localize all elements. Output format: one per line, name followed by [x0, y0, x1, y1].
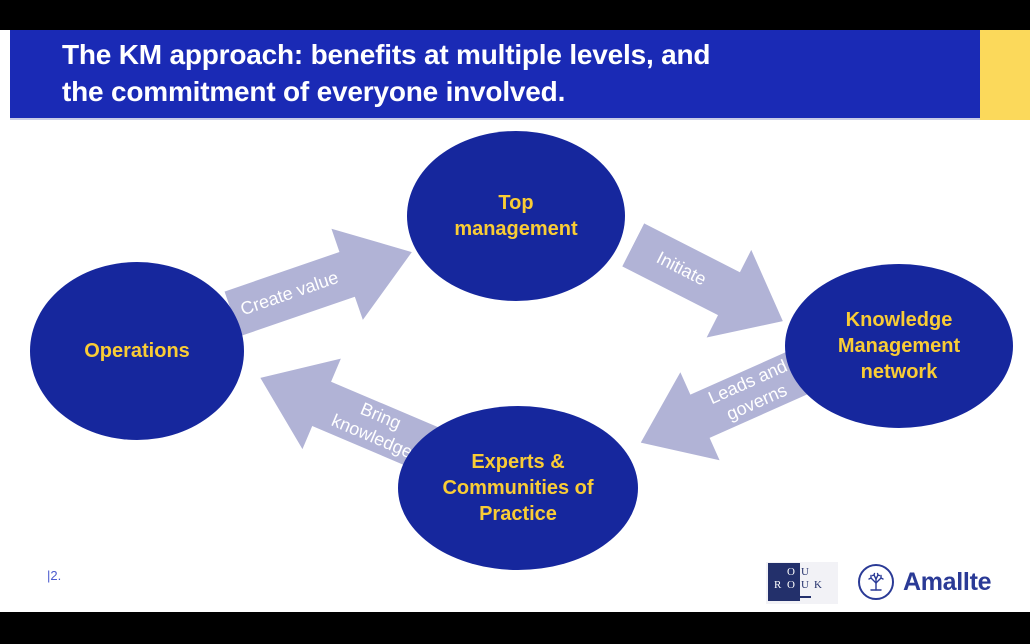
- title-line-2: the commitment of everyone involved.: [62, 76, 566, 107]
- node-top-management: Top management: [407, 131, 625, 301]
- node-label-top-management: Top management: [454, 192, 578, 240]
- tree-icon: [858, 564, 894, 600]
- node-knowledge-management-network: Knowledge Management network: [785, 264, 1013, 428]
- rouk-logo-underline: [788, 596, 811, 598]
- rouk-letter: O: [787, 566, 795, 578]
- slide-title: The KM approach: benefits at multiple le…: [10, 30, 980, 110]
- node-label-knowledge-management-network: Knowledge Management network: [837, 309, 961, 383]
- yellow-accent-square: [980, 30, 1030, 120]
- node-label-experts-communities-of-practice: Experts & Communities of Practice: [442, 451, 594, 525]
- amallte-logo-name: Amallte: [903, 567, 992, 596]
- block-arrow-left-icon: [640, 347, 815, 461]
- block-arrow-right-icon: [622, 223, 783, 338]
- rouk-logo: O U R O U K: [766, 562, 838, 604]
- rouk-logo-navy-square: [768, 563, 800, 601]
- title-bar: The KM approach: benefits at multiple le…: [10, 30, 980, 120]
- node-operations: Operations: [30, 262, 244, 440]
- top-letterbox: [0, 0, 1030, 30]
- arrow-leads-and-governs: Leads and governs: [620, 322, 827, 490]
- node-experts-communities-of-practice: Experts & Communities of Practice: [398, 406, 638, 570]
- node-label-operations: Operations: [84, 340, 190, 362]
- rouk-letter: K: [814, 579, 822, 591]
- arrow-initiate: Initiate: [609, 198, 807, 369]
- rouk-letter: R: [774, 579, 782, 591]
- bottom-letterbox: [0, 612, 1030, 644]
- arrow-bring-knowledge: Bring knowledge: [240, 329, 452, 499]
- arrow-create-value: Create value: [215, 203, 429, 363]
- block-arrow-right-icon: [224, 228, 412, 337]
- title-line-1: The KM approach: benefits at multiple le…: [62, 39, 711, 70]
- page-number: |2.: [47, 568, 62, 583]
- rouk-letter: U: [801, 579, 809, 591]
- amallte-logo: Amallte: [858, 563, 992, 601]
- rouk-letter: O: [787, 579, 795, 591]
- tree-icon-glyph: [868, 572, 884, 591]
- rouk-letter: U: [801, 566, 809, 578]
- block-arrow-left-icon: [260, 358, 441, 473]
